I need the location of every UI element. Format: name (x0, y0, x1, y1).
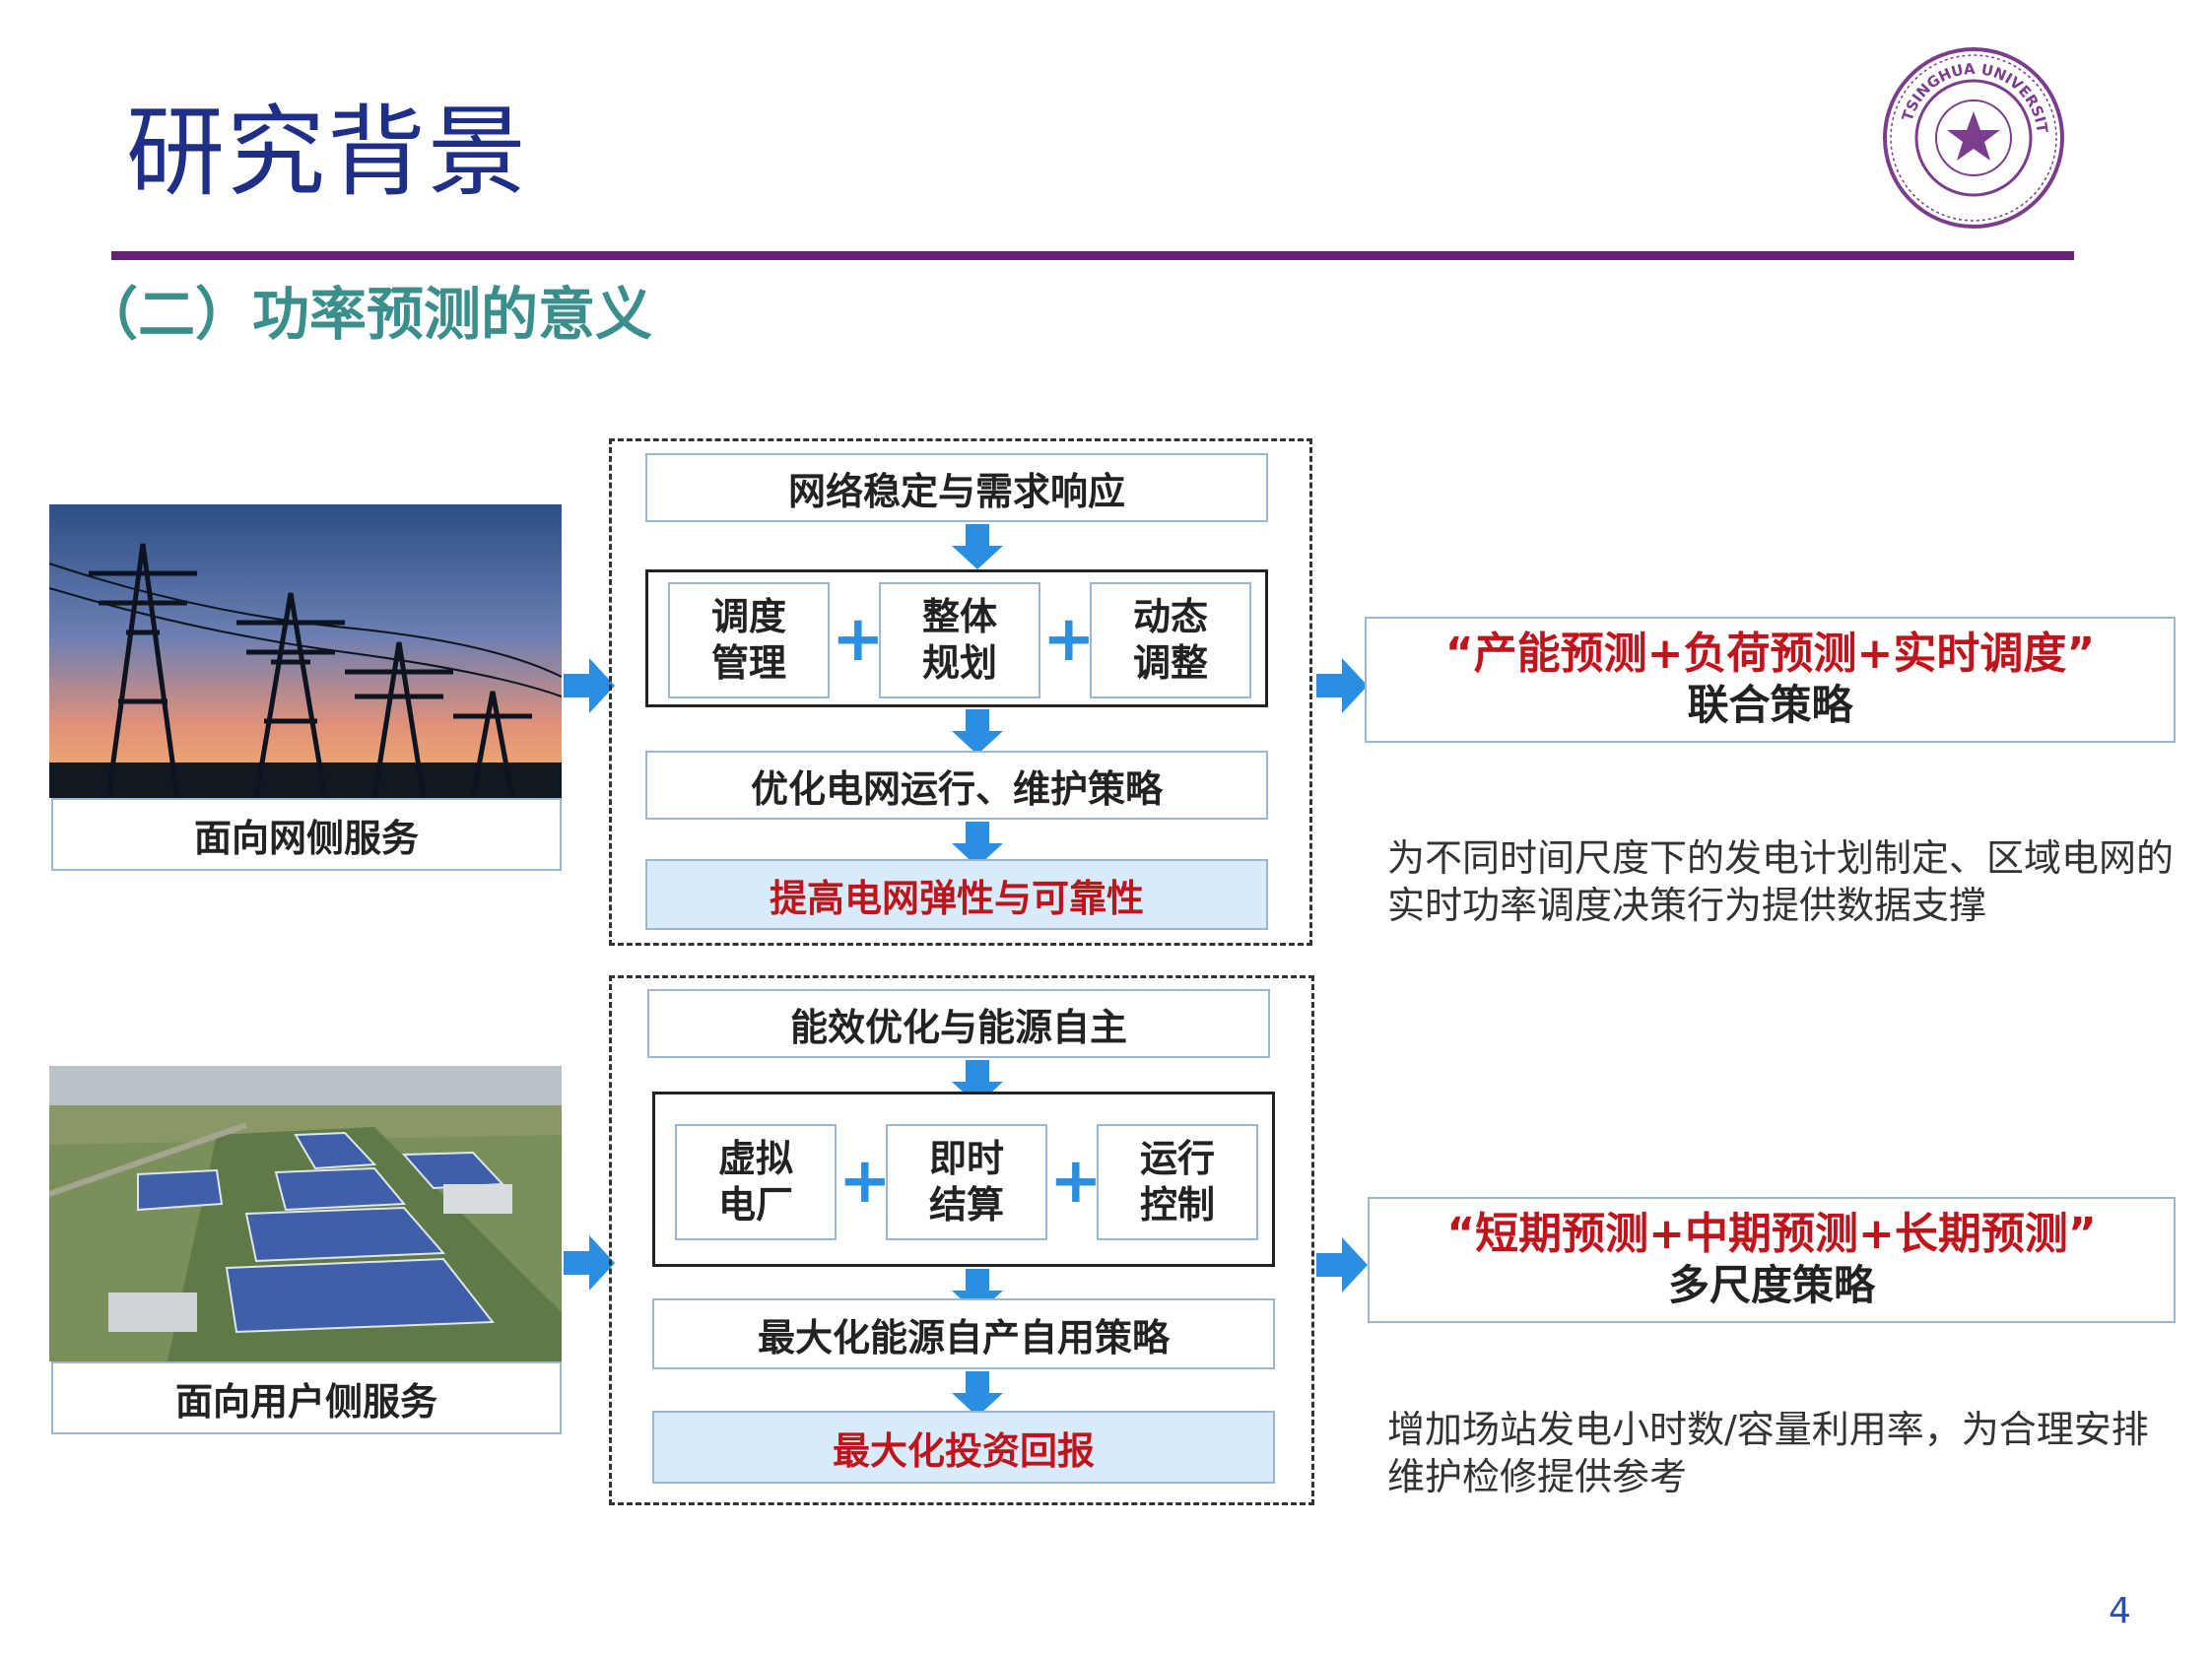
grid-strategy-box: 优化电网运行、维护策略 (645, 751, 1268, 820)
grid-strategy-card: “产能预测+负荷预测+实时调度” 联合策略 (1365, 617, 2176, 743)
user-result-box: 最大化投资回报 (652, 1411, 1275, 1484)
grid-arrow-down-icon (952, 709, 1003, 755)
user-description: 增加场站发电小时数/容量利用率，为合理安排维护检修提供参考 (1387, 1408, 2149, 1498)
grid-description: 为不同时间尺度下的发电计划制定、区域电网的实时功率调度决策行为提供数据支撑 (1387, 836, 2175, 927)
user-output-arrow-icon (1316, 1237, 1368, 1293)
grid-arrow-down-icon (952, 822, 1003, 867)
user-arrow-down-icon (952, 1060, 1003, 1105)
user-item-settlement: 即时 结算 (886, 1124, 1047, 1240)
grid-item-planning: 整体 规划 (879, 582, 1040, 698)
grid-item-adjust: 动态 调整 (1090, 582, 1251, 698)
grid-process-panel (609, 438, 1312, 946)
title-divider (111, 251, 2074, 260)
plus-icon: + (1042, 603, 1096, 676)
user-strategy-box: 最大化能源自产自用策略 (652, 1298, 1275, 1369)
tsinghua-university-seal-icon: TSINGHUA UNIVERSITY 1911 (1874, 31, 2067, 232)
seal-text: TSINGHUA UNIVERSITY 1911 (1874, 31, 2051, 135)
grid-side-caption: 面向网侧服务 (51, 798, 562, 871)
user-strategy-card: “短期预测+中期预测+长期预测” 多尺度策略 (1368, 1197, 2176, 1323)
user-input-arrow-icon (564, 1235, 615, 1291)
user-strategy-name: 多尺度策略 (1667, 1261, 1875, 1310)
user-item-control: 运行 控制 (1097, 1124, 1258, 1240)
grid-strategy-quote: “产能预测+负荷预测+实时调度” (1444, 629, 2096, 680)
plus-icon: + (832, 603, 885, 676)
user-arrow-down-icon (952, 1269, 1003, 1314)
user-process-panel (609, 975, 1314, 1505)
plus-icon: + (1049, 1145, 1103, 1218)
grid-measures-group: 调度 管理 + 整体 规划 + 动态 调整 (645, 569, 1268, 707)
user-side-caption: 面向用户侧服务 (51, 1361, 562, 1434)
section-subtitle: （二）功率预测的意义 (81, 281, 653, 348)
page-number: 4 (2109, 1591, 2131, 1631)
grid-input-arrow-icon (564, 658, 615, 713)
grid-strategy-name: 联合策略 (1687, 681, 1853, 730)
slide-title: 研究背景 (126, 95, 528, 210)
svg-text:TSINGHUA UNIVERSITY 1911: TSINGHUA UNIVERSITY 1911 (1880, 44, 2051, 135)
grid-arrow-down-icon (952, 524, 1003, 569)
user-strategy-quote: “短期预测+中期预测+长期预测” (1446, 1209, 2097, 1260)
user-item-virtual-plant: 虚拟 电厂 (675, 1124, 837, 1240)
grid-output-arrow-icon (1316, 658, 1368, 713)
grid-item-dispatch: 调度 管理 (668, 582, 830, 698)
grid-result-box: 提高电网弹性与可靠性 (645, 859, 1268, 930)
user-top-box: 能效优化与能源自主 (647, 989, 1270, 1058)
grid-top-box: 网络稳定与需求响应 (645, 453, 1268, 522)
plus-icon: + (838, 1145, 892, 1218)
solar-farm-photo (49, 1066, 562, 1361)
power-tower-photo (49, 504, 562, 798)
user-arrow-down-icon (952, 1371, 1003, 1417)
user-measures-group: 虚拟 电厂 + 即时 结算 + 运行 控制 (652, 1092, 1275, 1267)
